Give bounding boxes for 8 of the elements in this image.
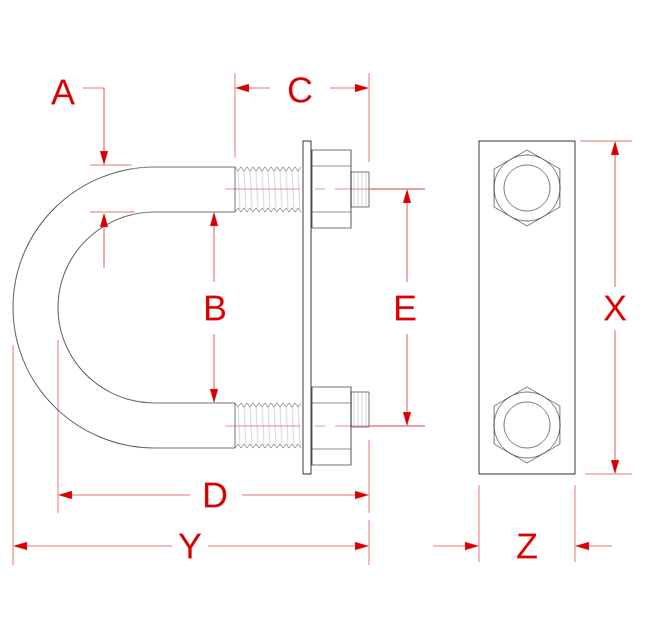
dimension-label: X [604, 296, 626, 320]
dimension-label: A [51, 80, 75, 104]
dimension-label: C [288, 77, 312, 103]
dimension-label: B [206, 296, 226, 320]
dimension-label: Y [178, 534, 202, 558]
dimension-label: Z [517, 534, 537, 558]
dimension-label: E [396, 296, 416, 320]
dimension-label: D [205, 482, 226, 508]
